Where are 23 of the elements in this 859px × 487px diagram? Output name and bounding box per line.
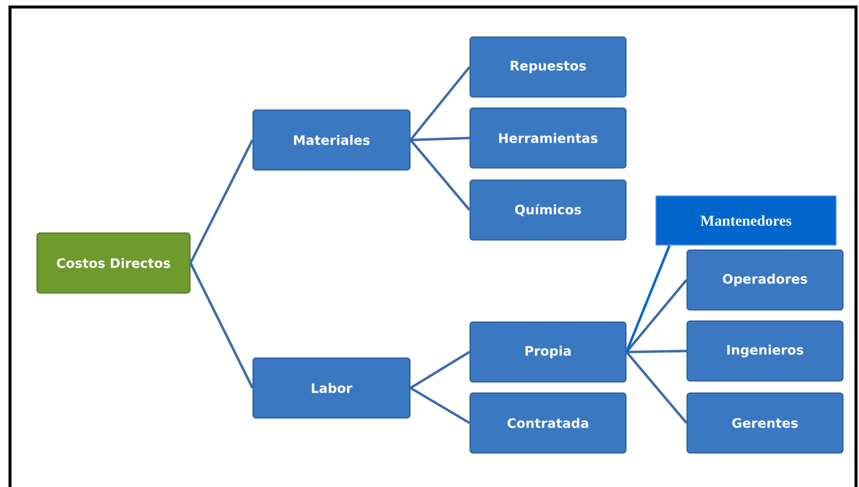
process-box: Químicos (470, 180, 626, 240)
connector-line (410, 139, 470, 211)
process-box: Repuestos (470, 36, 626, 98)
connector-line (410, 386, 470, 424)
connector-line (189, 139, 254, 264)
connector-line (626, 279, 688, 353)
connector-line (410, 350, 470, 390)
connector-line (626, 350, 687, 354)
process-box: Ingenieros (686, 320, 844, 382)
connector-line (189, 262, 254, 389)
callout-box: Mantenedores (656, 196, 836, 246)
process-box: Propia (470, 321, 626, 382)
process-box: Operadores (686, 250, 844, 310)
connector-line (410, 66, 470, 141)
connector-line (410, 136, 470, 142)
process-box: Labor (252, 357, 410, 418)
root-box: Costos Directos (36, 232, 190, 294)
process-box: Contratada (470, 392, 626, 454)
connector-line (626, 351, 688, 424)
leader-line (625, 245, 671, 352)
process-box: Herramientas (470, 108, 626, 168)
process-box: Materiales (252, 110, 410, 170)
process-box: Gerentes (686, 392, 844, 454)
